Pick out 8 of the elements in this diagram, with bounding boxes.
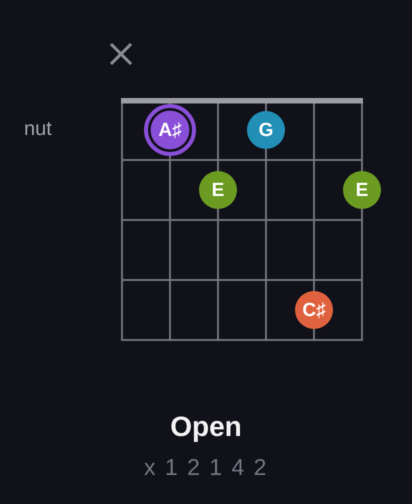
chord-title: Open — [169, 412, 243, 443]
note-dot: G — [247, 111, 285, 149]
note-dot: C♯ — [295, 291, 333, 329]
note-dot: E — [199, 171, 237, 209]
root-note-dot: A♯ — [144, 104, 196, 156]
nut-label: nut — [24, 118, 52, 140]
fingering-label: x 1 2 1 4 2 — [143, 455, 269, 480]
note-dot: E — [343, 171, 381, 209]
